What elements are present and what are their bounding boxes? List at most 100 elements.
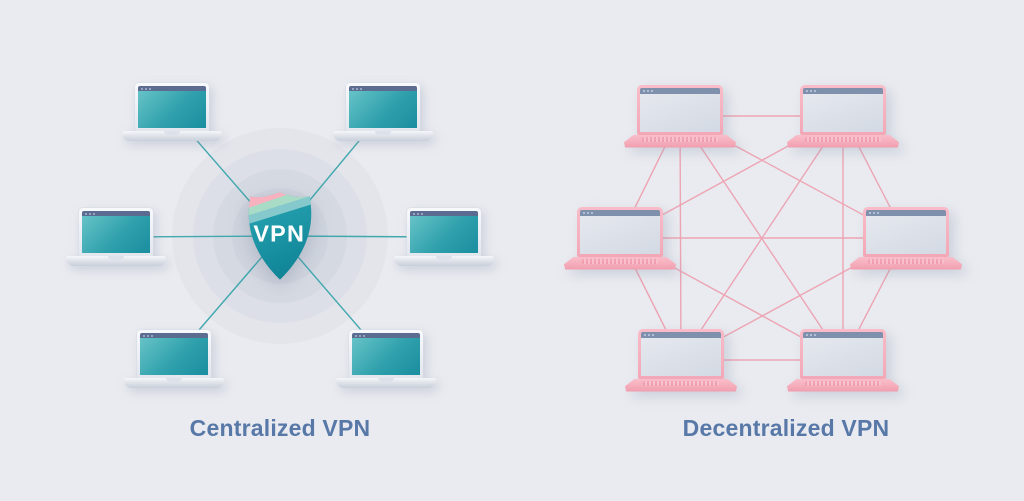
window-dot-icon [417,212,419,215]
laptop-display [410,216,478,253]
laptop-screen [79,208,153,256]
laptop-display [349,91,417,128]
laptop-titlebar [641,331,721,338]
shield-label: VPN [253,220,305,246]
window-dot-icon [651,89,653,92]
decentralized-label: Decentralized VPN [682,415,890,441]
window-dot-icon [648,333,650,336]
laptop-display [138,91,206,128]
laptop-screen [407,208,481,256]
window-dot-icon [141,87,143,90]
laptop-screen [863,206,949,257]
window-dot-icon [359,334,361,337]
laptop-base [124,378,224,388]
laptop-display [82,216,150,253]
laptop-titlebar [352,333,420,338]
window-dot-icon [93,212,95,215]
laptop-screen [800,84,886,135]
window-dot-icon [147,334,149,337]
laptop-display [352,338,420,375]
laptop-screen [637,84,723,135]
window-dot-icon [806,333,808,336]
laptop-base [624,134,736,148]
laptop-base [66,256,166,266]
laptop-display [803,337,883,376]
window-dot-icon [149,87,151,90]
laptop-base [787,134,899,148]
window-dot-icon [587,211,589,214]
laptop-display [640,93,720,132]
laptop-titlebar [803,87,883,94]
laptop-titlebar [866,209,946,216]
window-dot-icon [643,89,645,92]
window-dot-icon [355,334,357,337]
laptop-base [333,131,433,141]
laptop-titlebar [803,331,883,338]
window-dot-icon [356,87,358,90]
laptop-base [336,378,436,388]
laptop-base [122,131,222,141]
laptop-screen [346,83,420,131]
window-dot-icon [814,333,816,336]
right-laptop-bottom-right [787,328,899,392]
window-dot-icon [810,89,812,92]
laptop-titlebar [640,87,720,94]
window-dot-icon [583,211,585,214]
window-dot-icon [363,334,365,337]
laptop-screen [577,206,663,257]
right-laptop-top-left [624,84,736,148]
window-dot-icon [145,87,147,90]
laptop-titlebar [349,86,417,91]
window-dot-icon [644,333,646,336]
window-dot-icon [591,211,593,214]
window-dot-icon [647,89,649,92]
window-dot-icon [352,87,354,90]
laptop-base [850,256,962,270]
left-laptop-bottom-left [124,330,224,388]
laptop-titlebar [580,209,660,216]
left-laptop-bottom-right [336,330,436,388]
laptop-display [803,93,883,132]
left-laptop-top-right [333,83,433,141]
window-dot-icon [869,211,871,214]
left-laptop-mid-left [66,208,166,266]
laptop-screen [800,328,886,379]
window-dot-icon [413,212,415,215]
right-laptop-bottom-left [625,328,737,392]
laptop-base [625,378,737,392]
shield-graphic: VPN [248,192,312,280]
window-dot-icon [810,333,812,336]
vpn-shield: VPN [241,188,319,284]
right-laptop-mid-left [564,206,676,270]
window-dot-icon [421,212,423,215]
window-dot-icon [873,211,875,214]
laptop-screen [137,330,211,378]
left-laptop-mid-right [394,208,494,266]
laptop-titlebar [138,86,206,91]
laptop-display [866,215,946,254]
laptop-display [140,338,208,375]
laptop-screen [135,83,209,131]
laptop-base [564,256,676,270]
laptop-titlebar [410,211,478,216]
laptop-screen [349,330,423,378]
laptop-base [394,256,494,266]
laptop-display [641,337,721,376]
window-dot-icon [877,211,879,214]
window-dot-icon [85,212,87,215]
laptop-screen [638,328,724,379]
window-dot-icon [89,212,91,215]
window-dot-icon [360,87,362,90]
window-dot-icon [151,334,153,337]
laptop-titlebar [82,211,150,216]
window-dot-icon [143,334,145,337]
window-dot-icon [652,333,654,336]
laptop-base [787,378,899,392]
right-laptop-mid-right [850,206,962,270]
left-laptop-top-left [122,83,222,141]
centralized-label: Centralized VPN [189,415,371,441]
window-dot-icon [806,89,808,92]
right-laptop-top-right [787,84,899,148]
laptop-display [580,215,660,254]
